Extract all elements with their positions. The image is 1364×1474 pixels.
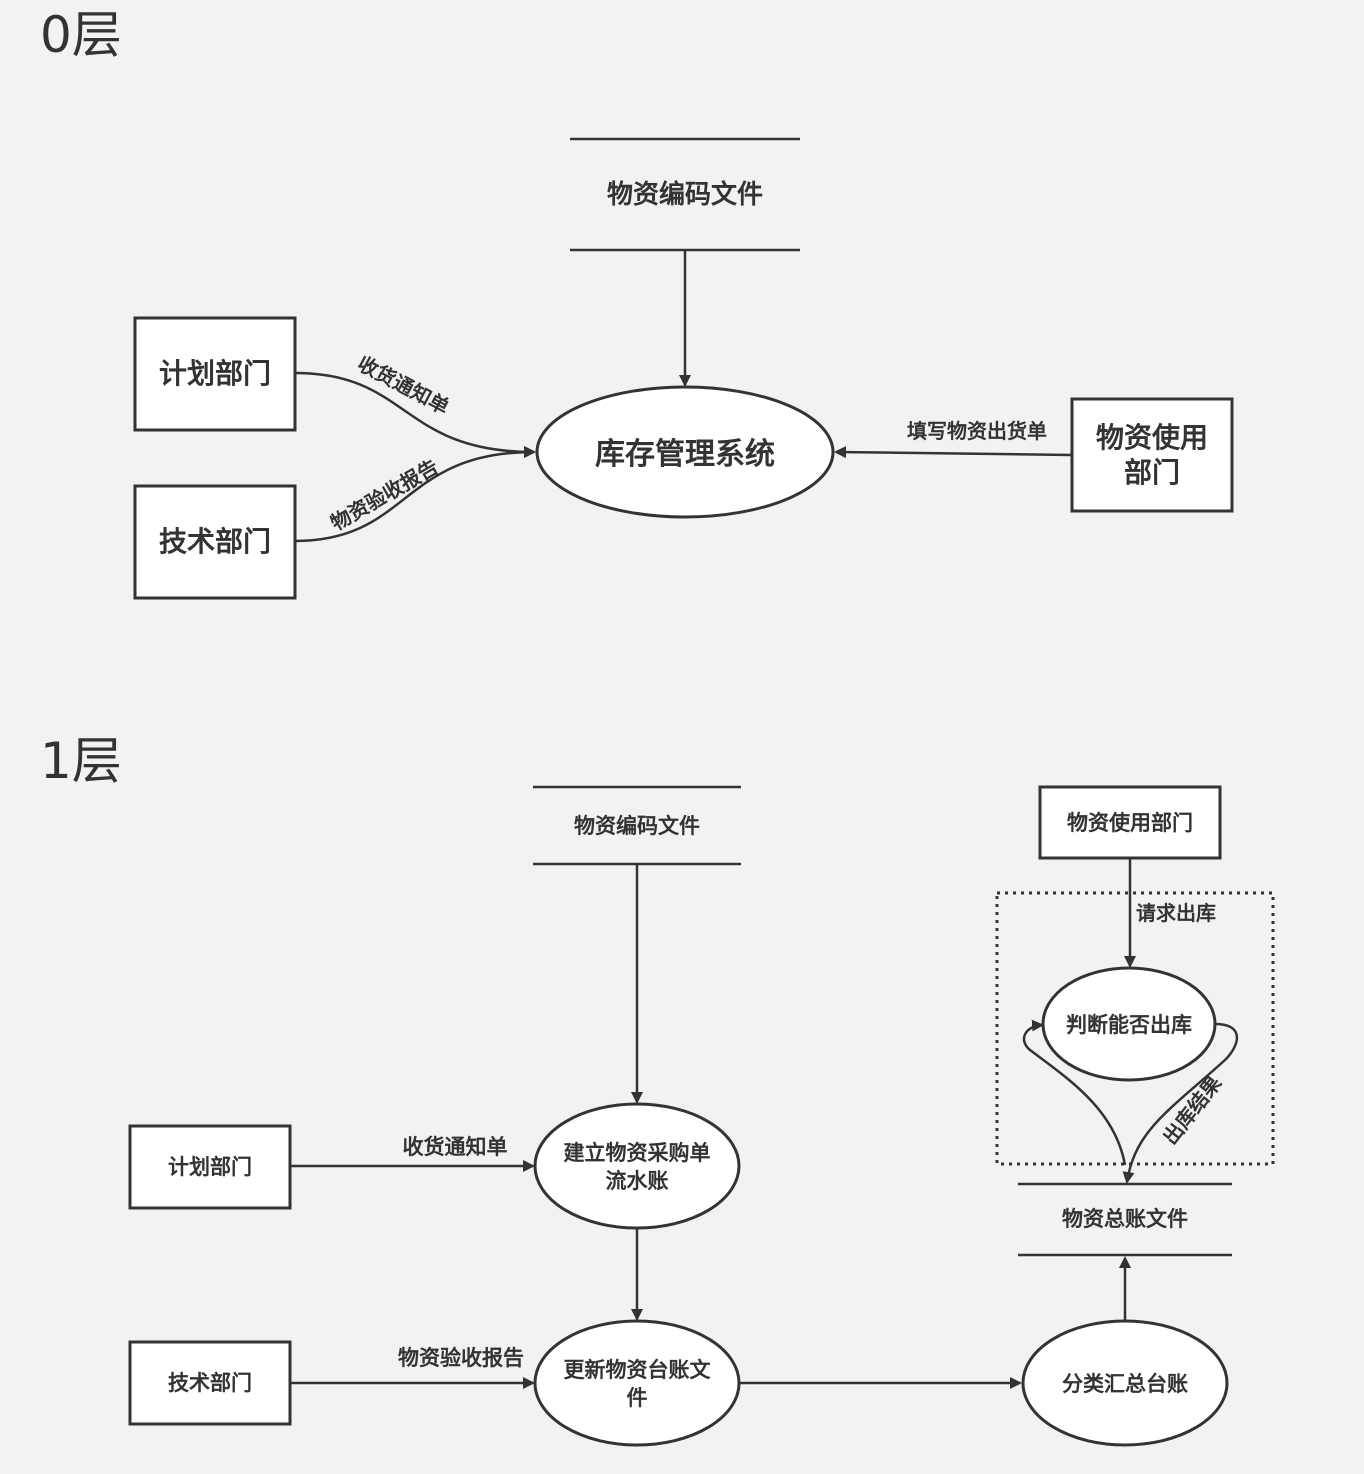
process-label: 库存管理系统	[595, 437, 775, 472]
l1-entity-tech[interactable]: 技术部门	[128, 1340, 292, 1426]
process-label-line1: 更新物资台账文	[564, 1358, 712, 1382]
entity-box	[1070, 397, 1234, 513]
layer0-title: 0层	[40, 6, 122, 64]
l1-flow-ledger-to-judge	[1022, 1019, 1127, 1166]
l1-process-create-ledger[interactable]: 建立物资采购单 流水账	[533, 1102, 741, 1230]
l0-entity-plan[interactable]: 计划部门	[133, 316, 297, 432]
outbound-subsystem-boundary	[995, 891, 1275, 1166]
entity-label-line1: 物资使用	[1096, 421, 1208, 454]
l1-process-judge[interactable]: 判断能否出库	[1041, 966, 1217, 1082]
entity-box	[133, 316, 297, 432]
entity-box	[1038, 785, 1222, 860]
process-label-line2: 件	[627, 1386, 648, 1410]
l1-store-code-file[interactable]: 物资编码文件	[533, 785, 741, 866]
entity-label: 计划部门	[159, 357, 271, 390]
l0-flow-acceptance-report-label: 物资验收报告	[327, 455, 443, 536]
entity-box	[128, 1124, 292, 1210]
l1-process-update-ledger[interactable]: 更新物资台账文 件	[533, 1319, 741, 1447]
entity-label-line2: 部门	[1124, 456, 1180, 489]
store-label: 物资总账文件	[1062, 1207, 1188, 1231]
process-ellipse	[533, 1319, 741, 1447]
store-label: 物资编码文件	[574, 814, 700, 838]
l0-flow-outbound-form-label: 填写物资出货单	[907, 419, 1047, 443]
l1-flow-out-result	[1122, 1022, 1239, 1184]
entity-label: 技术部门	[159, 525, 271, 558]
process-label: 分类汇总台账	[1062, 1372, 1188, 1396]
store-label: 物资编码文件	[607, 179, 763, 210]
process-ellipse	[533, 1102, 741, 1230]
l0-flow-acceptance-report	[294, 446, 536, 543]
entity-label: 计划部门	[168, 1155, 252, 1179]
l0-entity-user[interactable]: 物资使用 部门	[1070, 397, 1234, 513]
process-label: 判断能否出库	[1066, 1013, 1192, 1037]
entity-label: 技术部门	[168, 1371, 252, 1395]
l0-flow-outbound-form	[834, 446, 1073, 459]
entity-label: 物资使用部门	[1067, 811, 1193, 835]
l1-flow-request-out-label: 请求出库	[1136, 901, 1216, 925]
l1-entity-plan[interactable]: 计划部门	[128, 1124, 292, 1210]
l1-flow-receipt-notice-label: 收货通知单	[403, 1135, 508, 1159]
l0-store-code-file[interactable]: 物资编码文件	[570, 137, 800, 252]
l0-entity-tech[interactable]: 技术部门	[133, 484, 297, 600]
process-ellipse	[535, 385, 835, 519]
l1-process-classify[interactable]: 分类汇总台账	[1021, 1319, 1229, 1447]
l1-flow-acceptance-report-label: 物资验收报告	[398, 1346, 524, 1370]
l1-entity-user[interactable]: 物资使用部门	[1038, 785, 1222, 860]
l0-process-system[interactable]: 库存管理系统	[535, 385, 835, 519]
l0-flow-receipt-notice	[294, 371, 536, 458]
layer1-title: 1层	[40, 732, 122, 790]
l1-store-ledger-file[interactable]: 物资总账文件	[1018, 1182, 1232, 1257]
process-label-line2: 流水账	[606, 1169, 669, 1193]
process-label-line1: 建立物资采购单	[564, 1141, 711, 1165]
